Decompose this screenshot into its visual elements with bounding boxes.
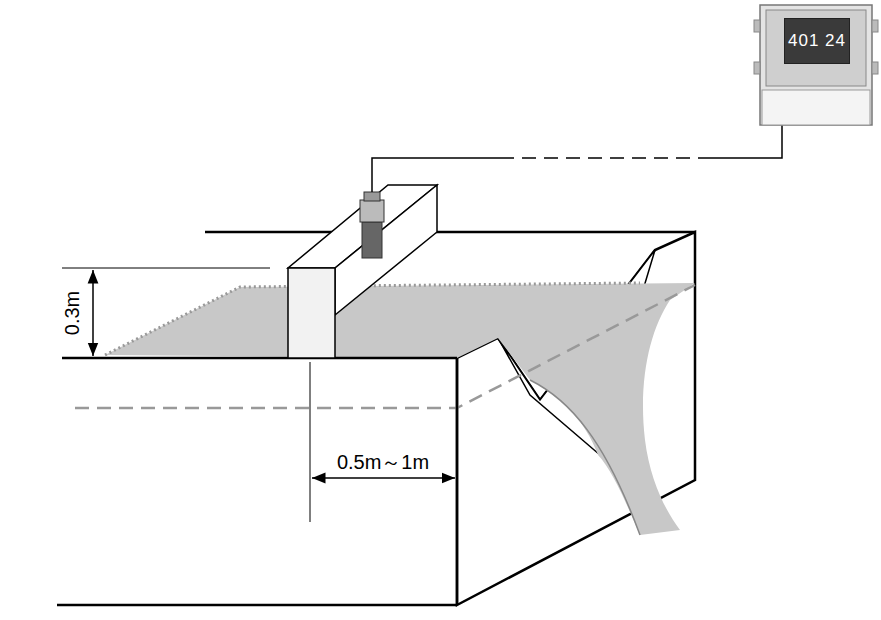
channel-edge xyxy=(456,358,459,605)
channel-edge xyxy=(62,357,457,360)
nappe-edge xyxy=(530,380,640,535)
cable xyxy=(372,158,500,192)
cable xyxy=(500,157,710,159)
meter-housing xyxy=(760,5,872,125)
mounting-tab xyxy=(872,20,878,32)
mounting-tab xyxy=(754,20,760,32)
extension-line xyxy=(310,362,311,522)
channel-edge xyxy=(205,231,695,234)
ultrasonic-sensor xyxy=(364,192,380,201)
mounting-tab xyxy=(872,62,878,74)
dimension-arrow xyxy=(92,270,94,356)
display-reading: 401 24 xyxy=(788,31,846,51)
extension-line xyxy=(62,268,270,269)
crest-line xyxy=(75,285,695,408)
dimension-label: 0.5m～1m xyxy=(337,451,429,473)
meter-terminal-cover xyxy=(762,90,870,125)
mounting-tab xyxy=(754,62,760,74)
dimension-arrow xyxy=(312,477,455,479)
cable xyxy=(710,125,782,158)
dimension-label: 0.3m xyxy=(61,291,83,335)
channel-edge xyxy=(57,604,457,607)
meter-display: 401 24 xyxy=(784,18,850,64)
ultrasonic-sensor xyxy=(362,222,382,258)
water-surface xyxy=(105,283,640,355)
bracket-front xyxy=(288,268,335,358)
bracket-side xyxy=(335,185,437,315)
meter-front xyxy=(766,10,866,86)
ultrasonic-sensor xyxy=(360,200,384,222)
